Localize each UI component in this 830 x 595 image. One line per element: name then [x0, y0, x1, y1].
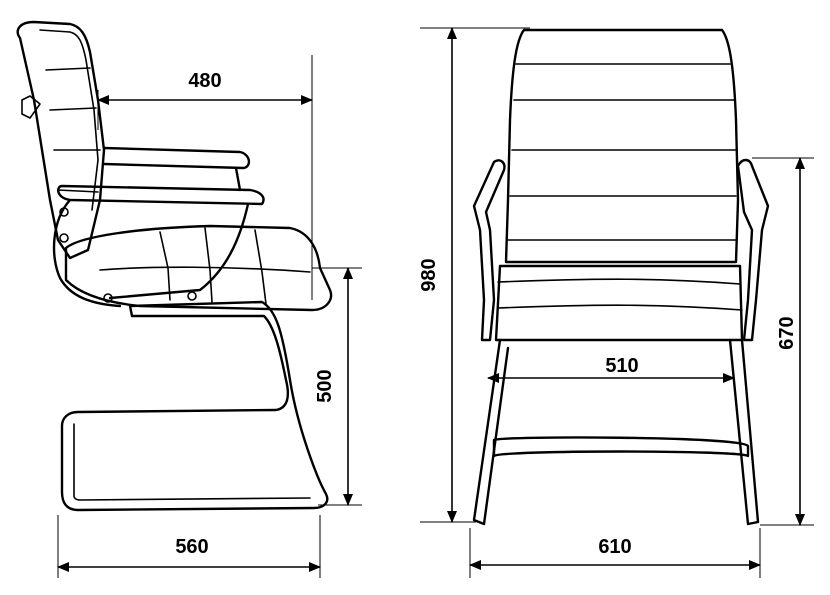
side-cantilever-base — [62, 302, 327, 510]
label-base-depth: 560 — [175, 536, 208, 558]
label-seat-width: 510 — [605, 355, 638, 377]
dimension-seat-width: 510 — [488, 355, 734, 378]
dimension-seat-height: 500 — [312, 268, 362, 505]
front-base-bar — [494, 438, 748, 456]
label-seat-depth: 480 — [188, 70, 221, 92]
side-backrest-inner — [40, 30, 98, 210]
label-total-height: 980 — [418, 258, 440, 291]
label-total-width: 610 — [598, 536, 631, 558]
side-armrest — [58, 186, 263, 204]
dimension-total-width: 610 — [470, 528, 760, 578]
front-seat — [496, 266, 742, 340]
front-leg-left — [474, 340, 508, 524]
label-seat-height: 500 — [314, 369, 336, 402]
front-leg-right — [730, 340, 758, 524]
dimension-total-height: 980 — [418, 28, 530, 522]
front-view-chair — [474, 30, 768, 524]
front-armrest-right — [738, 160, 768, 340]
side-view-chair — [18, 22, 331, 510]
label-armrest-height: 670 — [776, 316, 798, 349]
side-backrest — [18, 22, 104, 258]
front-armrest-left — [474, 160, 504, 340]
dimension-base-depth: 560 — [58, 515, 320, 578]
dimension-seat-depth: 480 — [98, 55, 312, 300]
dimension-armrest-height: 670 — [752, 158, 814, 525]
